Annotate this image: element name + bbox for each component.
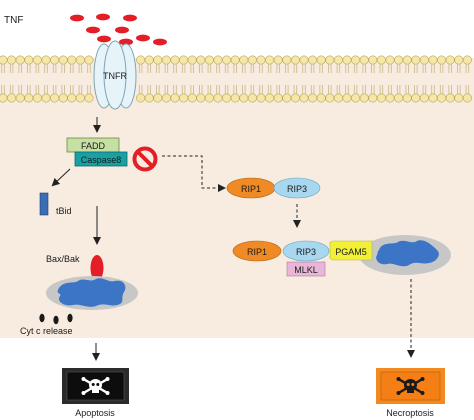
- mlkl-label: MLKL: [294, 265, 318, 275]
- apoptosis-label: Apoptosis: [75, 408, 115, 418]
- bax-bak-label: Bax/Bak: [46, 254, 80, 264]
- rip1-label-upper: RIP1: [241, 184, 261, 194]
- tnf-ligand: [70, 14, 84, 22]
- tnf-ligand: [115, 26, 129, 34]
- tnf-ligands: [70, 13, 167, 46]
- mitochondrion-left: [57, 278, 126, 307]
- bax-bak-oval: [90, 255, 104, 281]
- rip1-label-lower: RIP1: [247, 247, 267, 257]
- rip3-label-upper: RIP3: [287, 184, 307, 194]
- skull-crossbones-icon: [396, 377, 425, 395]
- tnfr-subunit: [103, 40, 127, 110]
- arrow-caspase8-tbid: [51, 168, 71, 187]
- mitochondrion-right: [376, 240, 439, 267]
- tnf-ligand: [97, 35, 111, 43]
- tnfr-receptor: TNFR: [93, 40, 137, 110]
- cyt-c-release-label: Cyt c release: [20, 326, 73, 336]
- tnf-ligand: [123, 14, 137, 22]
- fadd-label: FADD: [81, 141, 106, 151]
- cytochrome-c-drop: [39, 313, 45, 323]
- skull-crossbones-icon: [81, 377, 110, 395]
- tnf-ligand: [96, 13, 110, 21]
- cytochrome-c-drop: [53, 315, 59, 325]
- necroptosis-panel: [376, 368, 445, 404]
- rip3-oval-upper: [273, 177, 321, 199]
- caspase8-label: Caspase8: [81, 155, 122, 165]
- arrow-caspase8-rip-dashed: [162, 155, 226, 192]
- cytochrome-c-drop: [67, 313, 73, 323]
- rip1-oval-lower: [232, 240, 282, 262]
- tnf-ligand: [153, 38, 167, 46]
- apoptosis-panel: [62, 368, 129, 404]
- tnf-ligand: [86, 26, 100, 34]
- pgam5-label: PGAM5: [335, 247, 367, 257]
- pgam5-shape: [329, 240, 373, 261]
- tbid-rect: [39, 192, 49, 216]
- tnf-label: TNF: [4, 15, 23, 26]
- mlkl-box: [286, 261, 326, 277]
- tbid-label: tBid: [56, 206, 72, 216]
- prohibition-sign-icon: [132, 146, 158, 172]
- tnf-ligand: [119, 38, 133, 46]
- caspase8-box: [74, 151, 128, 167]
- tnfr-label: TNFR: [103, 71, 127, 81]
- necroptosis-label: Necroptosis: [386, 408, 434, 418]
- tnf-ligand: [136, 34, 150, 42]
- rip3-oval-lower: [282, 240, 330, 262]
- rip3-label-lower: RIP3: [296, 247, 316, 257]
